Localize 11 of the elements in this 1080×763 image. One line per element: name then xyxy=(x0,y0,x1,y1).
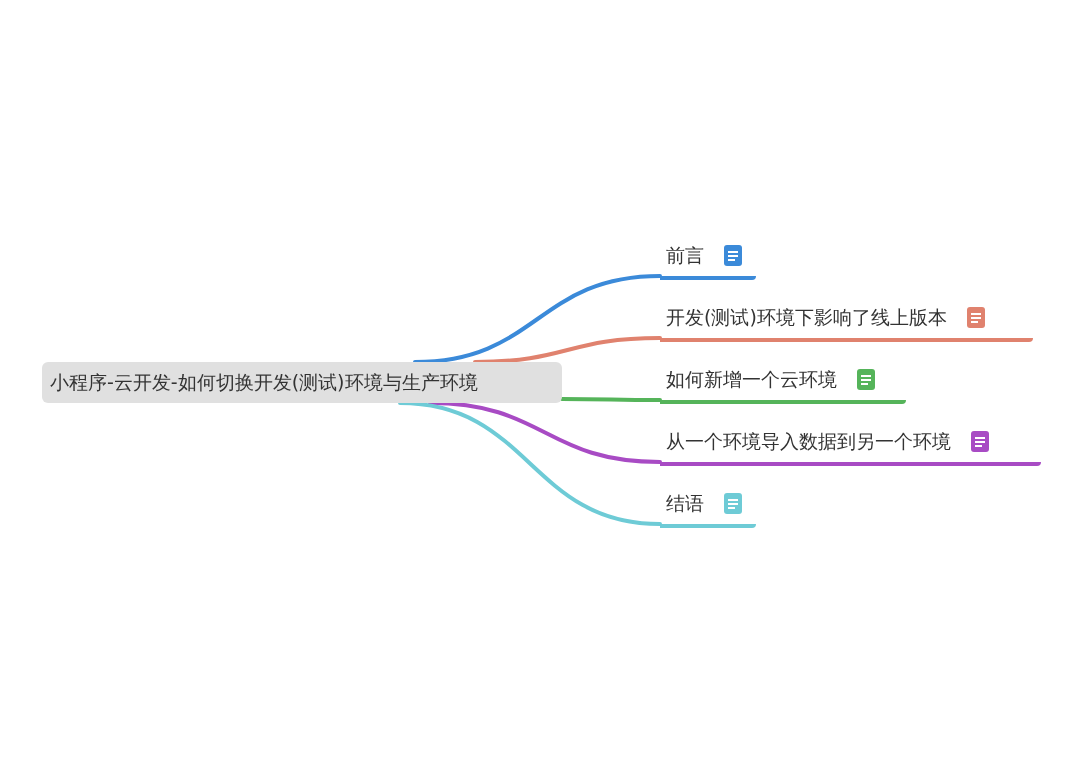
branch-line xyxy=(473,336,662,364)
subtopic-text: 前言 xyxy=(666,242,704,268)
subtopic-text: 开发(测试)环境下影响了线上版本 xyxy=(666,304,947,330)
subtopic-text: 从一个环境导入数据到另一个环境 xyxy=(666,428,951,454)
branch-line xyxy=(398,401,662,526)
subtopic-text: 结语 xyxy=(666,490,704,516)
subtopic-text: 如何新增一个云环境 xyxy=(666,366,837,392)
root-topic-box: 小程序-云开发-如何切换开发(测试)环境与生产环境 xyxy=(42,362,562,403)
branch-line xyxy=(428,401,662,464)
branch-line xyxy=(560,397,662,402)
branch-line xyxy=(413,274,662,364)
